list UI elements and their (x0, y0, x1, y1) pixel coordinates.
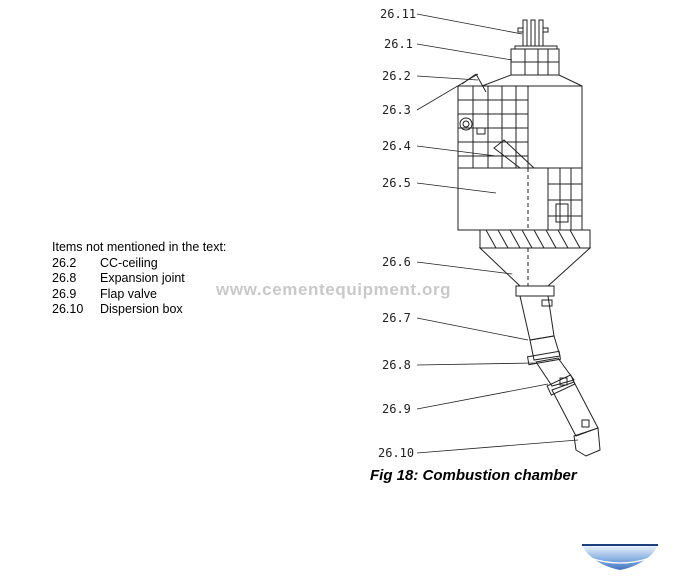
legend-heading: Items not mentioned in the text: (52, 240, 227, 254)
ceiling-flap (461, 73, 487, 93)
wave-decoration-icon (582, 544, 658, 570)
legend-label: Flap valve (100, 286, 157, 301)
lower-body (457, 167, 583, 231)
legend-row: 26.2 CC-ceiling (52, 256, 226, 272)
leader-lines (416, 13, 579, 454)
legend-row: 26.10 Dispersion box (52, 302, 226, 318)
figure-caption: Fig 18: Combustion chamber (370, 467, 577, 484)
upper-body (457, 85, 583, 169)
watermark: www.cementequipment.org (216, 280, 452, 299)
callout-label: 26.11 (380, 7, 417, 21)
callout-label: 26.5 (382, 176, 411, 190)
legend-row: 26.9 Flap valve (52, 287, 226, 303)
callout-label: 26.9 (382, 402, 411, 416)
legend-label: Expansion joint (100, 271, 185, 285)
roof (481, 74, 583, 87)
callout-label: 26.4 (382, 139, 411, 153)
legend-row: 26.8 Expansion joint (52, 271, 226, 287)
callout-label: 26.3 (382, 103, 411, 117)
callout-label: 26.10 (378, 446, 415, 460)
callout-label: 26.2 (382, 69, 411, 83)
top-stub (510, 19, 560, 76)
outlet-pipe (519, 295, 601, 457)
legend-label: CC-ceiling (100, 255, 158, 270)
legend-number: 26.8 (52, 271, 77, 285)
legend: Items not mentioned in the text: 26.2 CC… (52, 240, 226, 318)
legend-label: Dispersion box (100, 302, 183, 316)
legend-number: 26.10 (52, 302, 84, 316)
callout-label: 26.1 (384, 37, 413, 51)
legend-number: 26.2 (52, 255, 77, 270)
ring-band (479, 229, 591, 249)
callout-label: 26.7 (382, 311, 411, 325)
callout-label: 26.8 (382, 358, 411, 372)
legend-number: 26.9 (52, 286, 77, 301)
cone (478, 247, 592, 287)
callout-label: 26.6 (382, 255, 411, 269)
